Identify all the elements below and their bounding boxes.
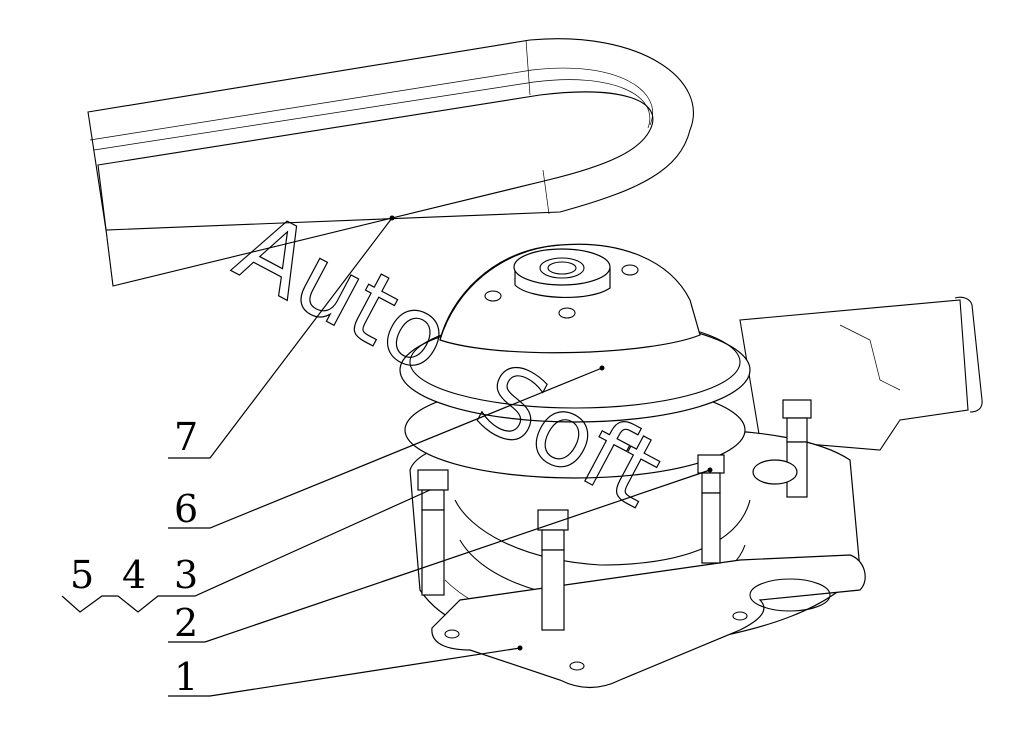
callout-3: 3 [174,553,198,597]
bolt-front [537,509,569,631]
bolt-left [417,469,449,596]
callout-1: 1 [174,655,198,699]
callout-4: 4 [122,553,146,597]
svg-text:Auto: Auto [219,191,468,395]
leader-lines [61,215,713,697]
callout-5: 5 [70,553,94,597]
mounting-bolts [417,399,812,631]
base-flange [431,554,866,689]
callout-7: 7 [174,415,198,459]
bolt-center [697,454,725,564]
drive-belt [87,38,694,287]
pulley-hub [484,248,639,319]
pulley [399,243,751,479]
callout-6: 6 [174,487,198,531]
callout-2: 2 [174,601,198,645]
outlet-pipe [739,296,983,451]
callout-labels: 7 6 5 4 3 2 1 [70,415,198,699]
